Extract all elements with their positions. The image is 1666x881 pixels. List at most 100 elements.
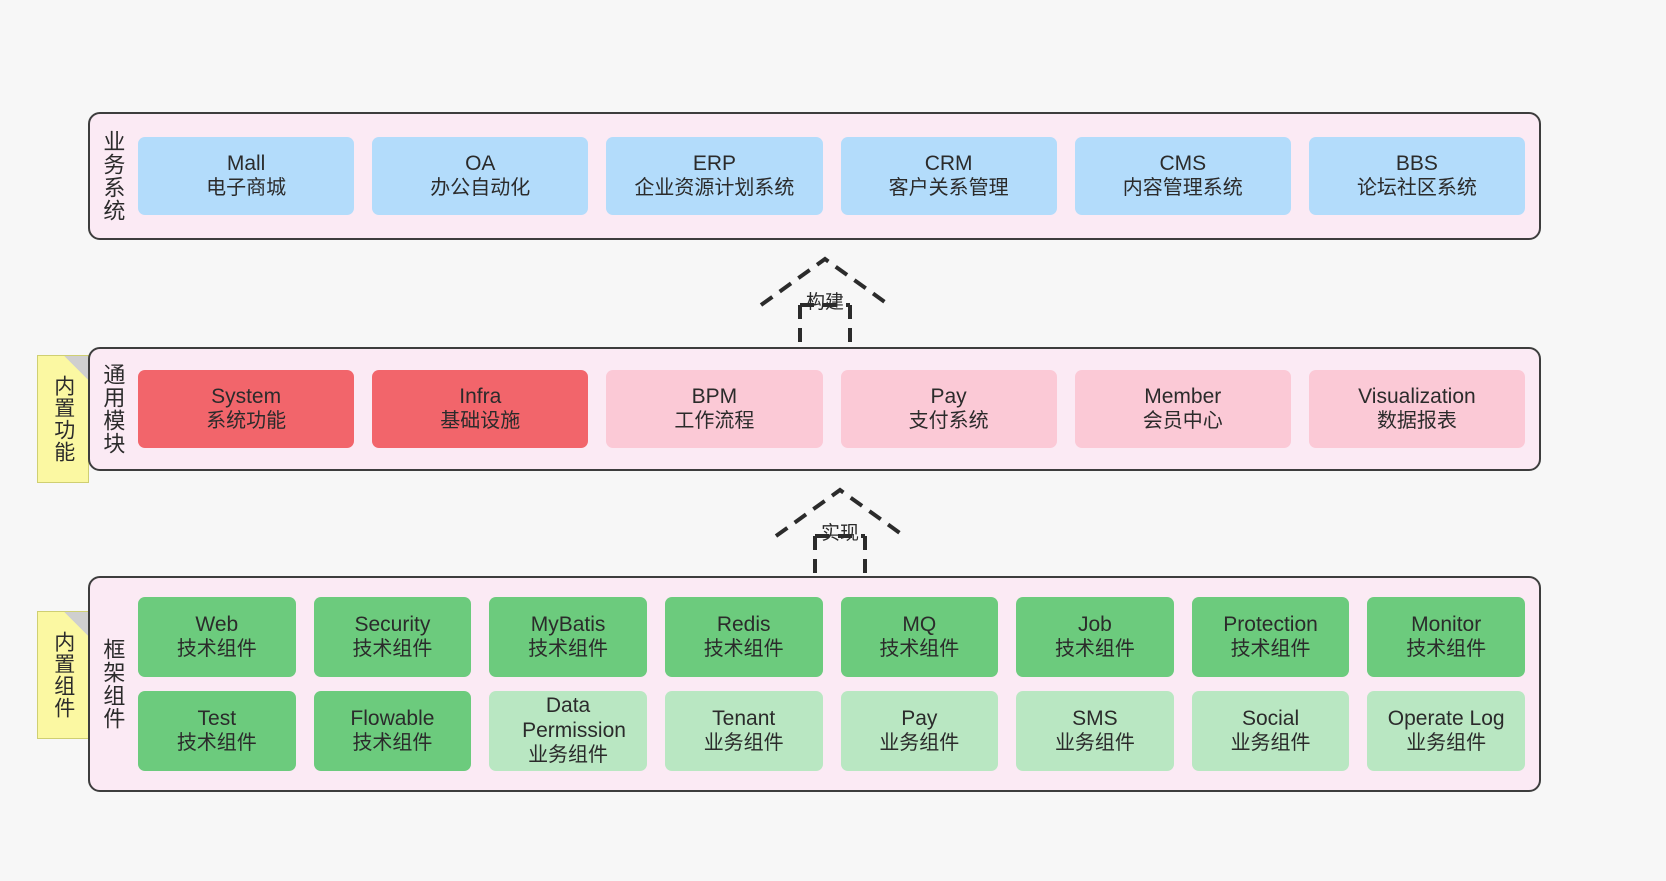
arrow-build: 构建 [745, 253, 905, 345]
node-title: Data Permission [522, 694, 626, 743]
node-title: Pay [930, 384, 967, 408]
node-title: ERP [692, 151, 737, 175]
node-protection[interactable]: Protection 技术组件 [1191, 597, 1350, 677]
arrow-implement-label: 实现 [820, 523, 860, 544]
node-data-permission[interactable]: Data Permission 业务组件 [489, 691, 647, 771]
node-subtitle: 电子商城 [206, 176, 287, 199]
node-title: MQ [902, 612, 937, 636]
node-subtitle: 技术组件 [1054, 637, 1135, 660]
node-mq[interactable]: MQ 技术组件 [840, 597, 999, 677]
node-subtitle: 客户关系管理 [888, 176, 1009, 199]
node-title: MyBatis [530, 612, 606, 636]
node-title: OA [465, 151, 496, 175]
node-system[interactable]: System 系统功能 [138, 370, 355, 448]
node-subtitle: 支付系统 [908, 409, 989, 432]
page-fold-icon [64, 612, 88, 636]
node-subtitle: 数据报表 [1376, 409, 1457, 432]
node-subtitle: 业务组件 [1054, 731, 1135, 754]
layer-row: Mall 电子商城 OA 办公自动化 ERP 企业资源计划系统 CRM 客户关系… [138, 137, 1526, 215]
layer-label-business-system: 业务系统 [100, 130, 126, 222]
node-monitor[interactable]: Monitor 技术组件 [1367, 597, 1525, 677]
node-title: CRM [924, 151, 973, 175]
node-mall[interactable]: Mall 电子商城 [138, 137, 355, 215]
node-cms[interactable]: CMS 内容管理系统 [1074, 137, 1291, 215]
layer-business-system: 业务系统 Mall 电子商城 OA 办公自动化 ERP 企业资源计划系统 CRM… [88, 112, 1541, 240]
node-subtitle: 论坛社区系统 [1356, 176, 1477, 199]
layer-body-business-system: Mall 电子商城 OA 办公自动化 ERP 企业资源计划系统 CRM 客户关系… [134, 114, 1539, 238]
node-subtitle: 业务组件 [528, 743, 609, 766]
node-operate-log[interactable]: Operate Log 业务组件 [1367, 691, 1525, 771]
node-subtitle: 企业资源计划系统 [634, 176, 795, 199]
arrow-build-label: 构建 [805, 292, 845, 313]
node-subtitle: 会员中心 [1142, 409, 1223, 432]
sticky-label: 内置组件 [51, 631, 75, 719]
node-subtitle: 技术组件 [352, 731, 433, 754]
node-visualization[interactable]: Visualization 数据报表 [1308, 370, 1526, 448]
node-title: CMS [1159, 151, 1207, 175]
node-bbs[interactable]: BBS 论坛社区系统 [1308, 137, 1526, 215]
node-title: Protection [1223, 612, 1318, 636]
node-title: Operate Log [1387, 706, 1505, 730]
node-subtitle: 技术组件 [528, 637, 609, 660]
node-redis[interactable]: Redis 技术组件 [664, 597, 823, 677]
node-title: BPM [691, 384, 738, 408]
layer-row: Web 技术组件 Security 技术组件 MyBatis 技术组件 Redi… [138, 597, 1525, 677]
layer-body-common-module: System 系统功能 Infra 基础设施 BPM 工作流程 Pay 支付系统… [134, 349, 1539, 469]
sticky-label: 内置功能 [51, 375, 75, 463]
node-subtitle: 技术组件 [176, 731, 257, 754]
node-title: Member [1144, 384, 1222, 408]
node-pay[interactable]: Pay 支付系统 [840, 370, 1057, 448]
node-test[interactable]: Test 技术组件 [138, 691, 296, 771]
node-oa[interactable]: OA 办公自动化 [372, 137, 589, 215]
layer-body-framework-component: Web 技术组件 Security 技术组件 MyBatis 技术组件 Redi… [134, 578, 1539, 790]
node-title: Flowable [350, 706, 435, 730]
node-subtitle: 技术组件 [1406, 637, 1487, 660]
node-subtitle: 技术组件 [352, 637, 433, 660]
node-member[interactable]: Member 会员中心 [1074, 370, 1291, 448]
node-title: Tenant [712, 706, 776, 730]
sticky-builtin-function: 内置功能 [37, 355, 89, 483]
layer-row: System 系统功能 Infra 基础设施 BPM 工作流程 Pay 支付系统… [138, 370, 1526, 448]
node-subtitle: 技术组件 [703, 637, 784, 660]
node-subtitle: 业务组件 [879, 731, 960, 754]
node-bpm[interactable]: BPM 工作流程 [606, 370, 823, 448]
node-title: BBS [1395, 151, 1438, 175]
node-subtitle: 办公自动化 [430, 176, 531, 199]
node-infra[interactable]: Infra 基础设施 [372, 370, 589, 448]
node-mybatis[interactable]: MyBatis 技术组件 [489, 597, 647, 677]
node-title: Infra [459, 384, 502, 408]
node-tenant[interactable]: Tenant 业务组件 [664, 691, 823, 771]
node-sms[interactable]: SMS 业务组件 [1016, 691, 1174, 771]
node-title: Mall [226, 151, 266, 175]
node-subtitle: 内容管理系统 [1122, 176, 1243, 199]
node-title: Monitor [1411, 612, 1482, 636]
node-crm[interactable]: CRM 客户关系管理 [840, 137, 1057, 215]
node-title: Social [1241, 706, 1300, 730]
node-erp[interactable]: ERP 企业资源计划系统 [606, 137, 823, 215]
node-subtitle: 系统功能 [206, 409, 287, 432]
node-subtitle: 业务组件 [703, 731, 784, 754]
node-subtitle: 基础设施 [440, 409, 521, 432]
node-social[interactable]: Social 业务组件 [1191, 691, 1350, 771]
node-title: Security [354, 612, 431, 636]
layer-row: Test 技术组件 Flowable 技术组件 Data Permission … [138, 691, 1525, 771]
node-title: Job [1078, 612, 1112, 636]
node-subtitle: 工作流程 [674, 409, 755, 432]
layer-framework-component: 框架组件 Web 技术组件 Security 技术组件 MyBatis 技术组件… [88, 576, 1541, 792]
node-pay-business[interactable]: Pay 业务组件 [840, 691, 999, 771]
node-web[interactable]: Web 技术组件 [138, 597, 296, 677]
node-job[interactable]: Job 技术组件 [1016, 597, 1174, 677]
node-subtitle: 业务组件 [1230, 731, 1311, 754]
node-title: Web [195, 612, 239, 636]
node-title: Pay [901, 706, 938, 730]
node-flowable[interactable]: Flowable 技术组件 [313, 691, 472, 771]
node-title: Visualization [1358, 384, 1476, 408]
arrow-implement: 实现 [760, 484, 920, 576]
node-security[interactable]: Security 技术组件 [313, 597, 472, 677]
node-title: SMS [1072, 706, 1118, 730]
node-subtitle: 技术组件 [1230, 637, 1311, 660]
node-subtitle: 技术组件 [176, 637, 257, 660]
layer-common-module: 通用模块 System 系统功能 Infra 基础设施 BPM 工作流程 Pay… [88, 347, 1541, 471]
node-title: System [211, 384, 282, 408]
